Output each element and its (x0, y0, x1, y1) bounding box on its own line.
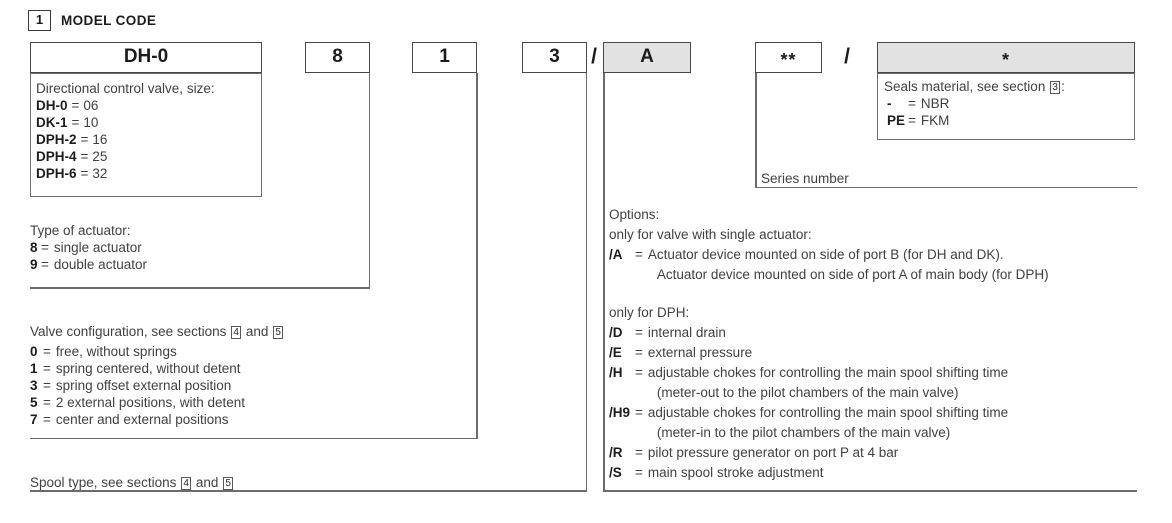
connector-line-configuration (476, 73, 478, 438)
series-asterisks: ** (780, 50, 797, 70)
section-ref-icon: 3 (1050, 81, 1061, 94)
options-legend: Options: only for valve with single actu… (609, 205, 1137, 483)
section-number-box: 1 (28, 10, 51, 31)
slash-separator-2: / (844, 45, 850, 68)
option-item: /S = main spool stroke adjustment (609, 465, 824, 480)
configuration-item: 5 = 2 external positions, with detent (30, 395, 246, 410)
option-item: /D = internal drain (609, 325, 726, 340)
section-ref-icon: 5 (223, 477, 234, 490)
actuator-item: 8 = single actuator (30, 240, 142, 255)
option-item: /H9 = adjustable chokes for controlling … (609, 405, 1009, 440)
option-item: /A = Actuator device mounted on side of … (609, 247, 1049, 282)
spool-section-rule (30, 490, 587, 492)
configuration-item: 0 = free, without springs (30, 344, 177, 359)
actuator-legend: Type of actuator: 8 = single actuator 9 … (30, 222, 360, 273)
seals-item: PE = FKM (887, 113, 950, 128)
slash-separator-1: / (591, 45, 597, 68)
size-legend-box: Directional control valve, size: DH-0=06… (30, 73, 262, 197)
configuration-legend-title: Valve configuration, see sections 4 and … (30, 323, 470, 340)
connector-line-options (603, 73, 605, 491)
size-item: DK-1=10 (36, 115, 99, 130)
section-ref-icon: 4 (181, 477, 192, 490)
code-box-series: ** (755, 42, 822, 73)
connector-line-actuator (368, 73, 370, 288)
actuator-section-rule (30, 287, 370, 289)
series-section-rule (755, 186, 1137, 188)
connector-line-spool (585, 73, 587, 491)
connector-line-series (755, 73, 757, 187)
options-group1-heading: only for valve with single actuator: (609, 227, 812, 242)
options-section-rule (603, 490, 1137, 492)
seals-item: - = NBR (887, 96, 950, 111)
size-item: DPH-4=25 (36, 149, 108, 164)
configuration-item: 7 = center and external positions (30, 412, 229, 427)
options-legend-title: Options: (609, 207, 660, 222)
configuration-legend: Valve configuration, see sections 4 and … (30, 323, 470, 428)
series-number-label: Series number (761, 171, 849, 186)
code-box-configuration: 1 (412, 42, 477, 73)
section-ref-icon: 5 (273, 326, 284, 339)
actuator-legend-title: Type of actuator: (30, 223, 131, 238)
size-item: DPH-6=32 (36, 166, 108, 181)
code-box-spool: 3 (522, 42, 587, 73)
code-box-seals: * (877, 42, 1135, 73)
option-item: /R = pilot pressure generator on port P … (609, 445, 899, 460)
size-item: DH-0=06 (36, 98, 99, 113)
actuator-item: 9 = double actuator (30, 257, 147, 272)
code-box-family: DH-0 (30, 42, 262, 73)
option-item: /H = adjustable chokes for controlling t… (609, 365, 1009, 400)
size-item: DPH-2=16 (36, 132, 108, 147)
configuration-item: 1 = spring centered, without detent (30, 361, 241, 376)
option-item: /E = external pressure (609, 345, 753, 360)
spool-legend-title: Spool type, see sections 4 and 5 (30, 474, 234, 491)
seals-legend-box: Seals material, see section 3: - = NBR P… (877, 73, 1135, 140)
seals-asterisk: * (1001, 50, 1010, 70)
size-legend-title: Directional control valve, size: (36, 81, 215, 96)
code-box-actuator: 8 (305, 42, 370, 73)
section-title: MODEL CODE (61, 13, 157, 28)
seals-legend-title: Seals material, see section 3: (884, 79, 1065, 94)
options-group2-heading: only for DPH: (609, 305, 690, 320)
configuration-item: 3 = spring offset external position (30, 378, 232, 393)
section-ref-icon: 4 (231, 326, 242, 339)
code-box-option: A (603, 42, 691, 73)
configuration-section-rule (30, 437, 478, 439)
